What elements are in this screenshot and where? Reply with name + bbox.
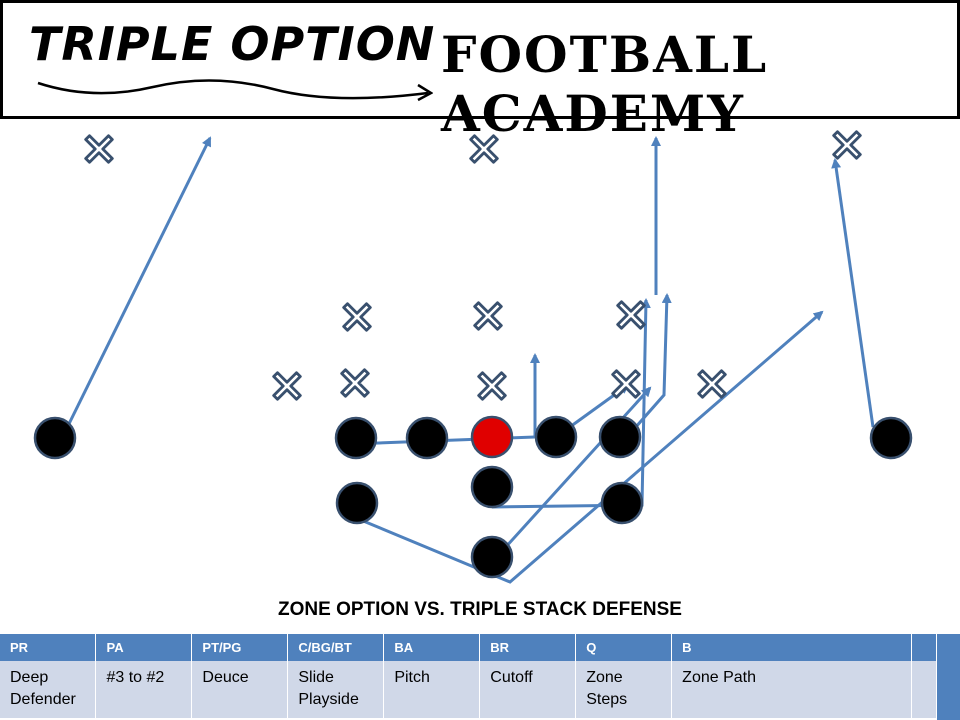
logo-block-text: FOOTBALL ACADEMY <box>441 25 769 143</box>
player-circle-icon <box>869 416 913 460</box>
header-cell: BA <box>383 634 481 661</box>
table-cell: Zone Steps <box>575 661 673 718</box>
header-cell: B <box>671 634 912 661</box>
logo-script-text: TRIPLE OPTION <box>29 17 436 71</box>
header-cell: Q <box>575 634 673 661</box>
player-circle-icon <box>470 465 514 509</box>
assignment-header-row: PR PA PT/PG C/BG/BT BA BR Q B <box>0 634 938 661</box>
academy-header: TRIPLE OPTION FOOTBALL ACADEMY <box>0 0 960 143</box>
player-circle-icon <box>334 416 378 460</box>
table-cell <box>911 661 938 718</box>
play-diagram <box>33 130 913 584</box>
header-cell <box>911 634 938 661</box>
player-circle-icon <box>598 415 642 459</box>
table-cell: Zone Path <box>671 661 912 718</box>
defender-x-icon <box>342 302 372 332</box>
defender-x-icon <box>84 134 114 164</box>
table-cell: Pitch <box>383 661 481 718</box>
defender-x-icon <box>611 369 641 399</box>
table-cell: Deep Defender <box>0 661 97 718</box>
player-circle-icon <box>470 535 514 579</box>
route-left-receiver <box>60 136 212 439</box>
header-cell: BR <box>479 634 577 661</box>
header-cell: PA <box>95 634 193 661</box>
table-cell: Deuce <box>191 661 289 718</box>
defender-x-icon <box>697 369 727 399</box>
play-caption: ZONE OPTION VS. TRIPLE STACK DEFENSE <box>278 599 682 620</box>
route-option-path <box>355 310 824 584</box>
defenders <box>84 130 862 401</box>
table-cell: #3 to #2 <box>95 661 193 718</box>
defender-x-icon <box>340 368 370 398</box>
defender-x-icon <box>469 134 499 164</box>
route-qb-pitch <box>492 386 652 562</box>
header-cell: C/BG/BT <box>287 634 385 661</box>
header-cell: PT/PG <box>191 634 289 661</box>
header-cell: PR <box>0 634 97 661</box>
assignment-table: PR PA PT/PG C/BG/BT BA BR Q B Deep Defen… <box>0 634 938 718</box>
player-circle-icon <box>335 481 379 525</box>
defender-x-icon <box>832 130 862 160</box>
defender-x-icon <box>477 371 507 401</box>
ball-carrier-circle-icon <box>470 415 514 459</box>
route-right-receiver <box>831 158 875 428</box>
logo-swoosh-icon <box>37 79 433 102</box>
player-circle-icon <box>33 416 77 460</box>
assignment-row: Deep Defender #3 to #2 Deuce Slide Plays… <box>0 661 938 718</box>
table-cell: Slide Playside <box>287 661 385 718</box>
table-cell: Cutoff <box>479 661 577 718</box>
defender-x-icon <box>473 301 503 331</box>
offense <box>33 415 913 579</box>
player-circle-icon <box>600 481 644 525</box>
defender-x-icon <box>272 371 302 401</box>
defender-x-icon <box>616 300 646 330</box>
player-circle-icon <box>405 416 449 460</box>
table-edge-bar <box>937 634 960 720</box>
player-circle-icon <box>534 415 578 459</box>
routes <box>60 136 875 584</box>
